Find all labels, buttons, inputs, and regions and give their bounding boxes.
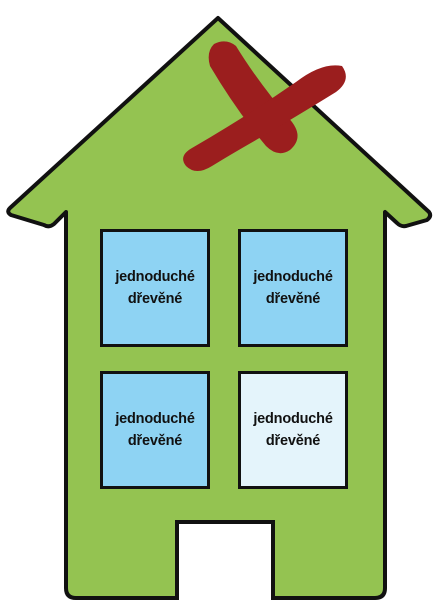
- window-bottom-right: jednoduché dřevěné: [238, 371, 348, 489]
- window-label: jednoduché dřevěné: [253, 411, 333, 449]
- window-label: jednoduché dřevěné: [253, 269, 333, 307]
- x-mark-icon: [183, 41, 346, 171]
- house-body: [6, 16, 433, 600]
- window-top-right: jednoduché dřevěné: [238, 229, 348, 347]
- window-bottom-left: jednoduché dřevěné: [100, 371, 210, 489]
- window-label: jednoduché dřevěné: [115, 411, 195, 449]
- window-label: jednoduché dřevěné: [115, 269, 195, 307]
- window-top-left: jednoduché dřevěné: [100, 229, 210, 347]
- door: [175, 520, 275, 600]
